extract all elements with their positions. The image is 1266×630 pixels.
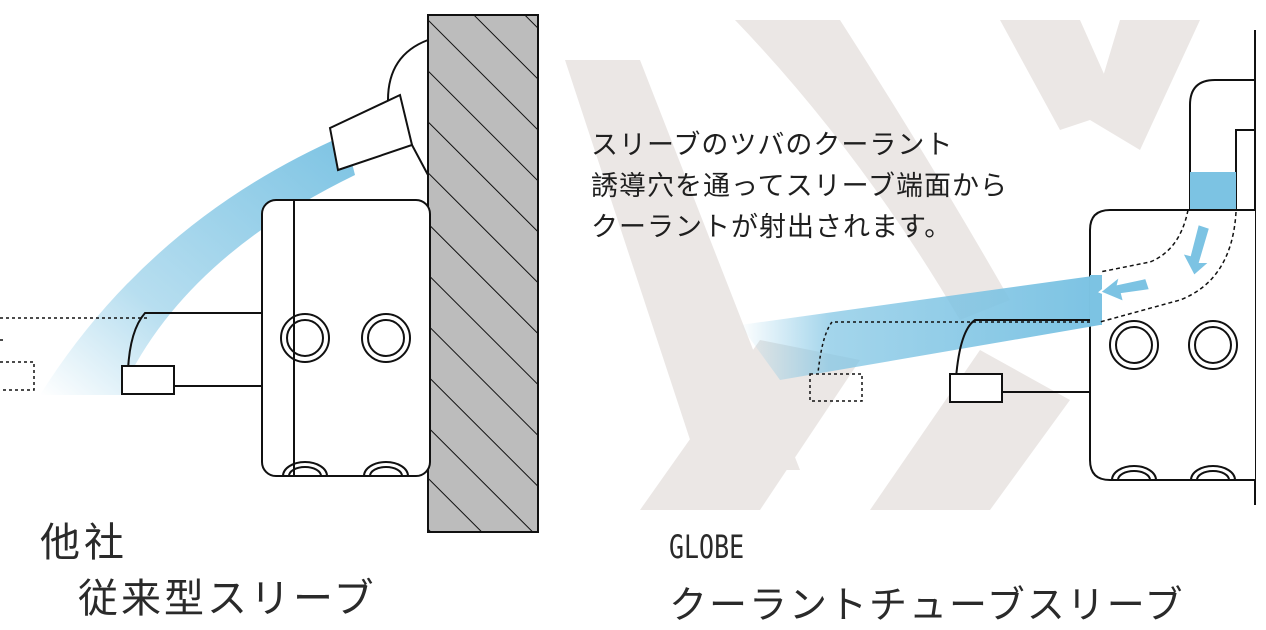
nozzle-tip (328, 93, 414, 172)
annotation-text: スリーブのツバのクーラント 誘導穴を通ってスリーブ端面から クーラントが射出され… (591, 125, 1008, 248)
globe-watermark (565, 20, 1200, 510)
annotation-line: スリーブのツバのクーラント (591, 130, 954, 161)
coolant-in-pipe (1190, 172, 1236, 212)
right-sleeve-assembly (740, 30, 1256, 505)
workpiece-outline-left (0, 317, 150, 391)
arrow-left (1098, 273, 1152, 304)
bolt-holes-right (1109, 320, 1238, 481)
tool-shank-right (955, 319, 1090, 379)
left-sleeve-assembly (0, 14, 539, 533)
coolant-jet-right (740, 275, 1100, 380)
annotation-line: クーラントが射出されます。 (591, 212, 953, 243)
bolt-holes-left (280, 313, 411, 477)
tool-tip-left (121, 365, 175, 395)
flow-arrows (1098, 222, 1213, 304)
coolant-channel (1099, 209, 1237, 323)
sleeve-body (261, 199, 431, 477)
annotation-line: 誘導穴を通ってスリーブ端面から (591, 171, 1009, 202)
left-title-line2: 従来型スリーブ (78, 576, 377, 622)
tool-tip-right (949, 373, 1003, 403)
wall (427, 14, 539, 533)
workpiece-outline-right (809, 321, 1090, 402)
left-title-line1: 他社 (40, 520, 128, 566)
right-title-line1: GLOBE (669, 528, 745, 566)
right-title-line2: クーラントチューブスリーブ (669, 583, 1185, 627)
tool-shank-left (127, 312, 262, 371)
arrow-down (1180, 222, 1213, 278)
